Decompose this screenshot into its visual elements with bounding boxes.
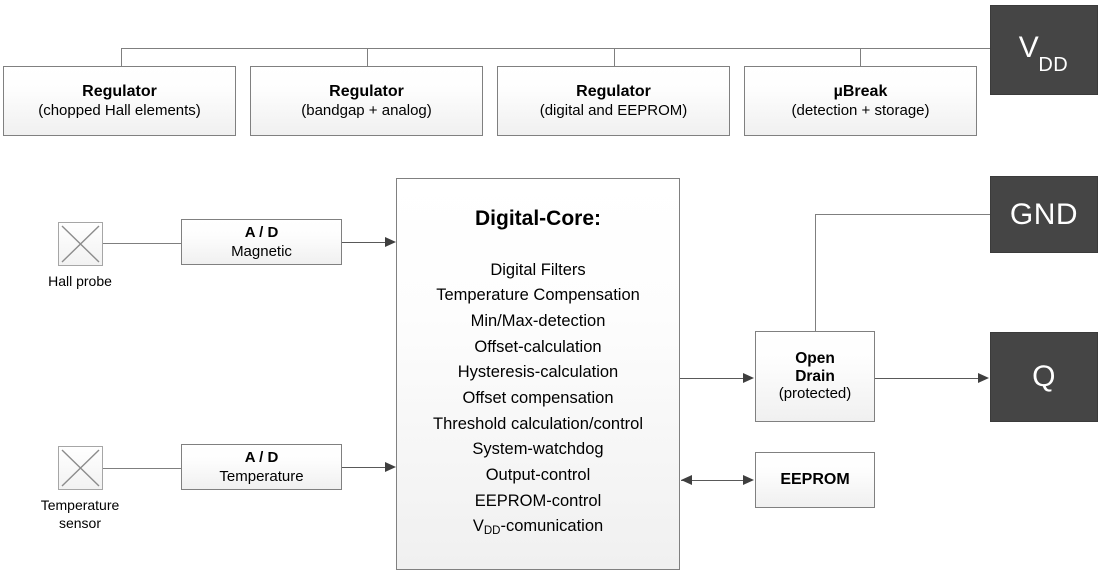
q-pad-label: Q <box>1032 360 1056 393</box>
hall-probe-label-line1: Hall probe <box>48 273 112 289</box>
wire-gnd-vertical <box>815 214 816 332</box>
arrow-core-to-eeprom-right <box>743 475 754 485</box>
wire-core-to-eeprom <box>681 480 744 481</box>
digital-core-block[interactable]: Digital-Core: Digital Filters Temperatur… <box>396 178 680 570</box>
gnd-pad-label: GND <box>1009 197 1079 231</box>
wire-open-drain-to-q <box>875 378 979 379</box>
open-drain-title-line1: Open <box>795 349 835 367</box>
vdd-pad-label: VDD <box>1018 30 1069 76</box>
regulator-block-1[interactable]: Regulator (chopped Hall elements) <box>3 66 236 136</box>
regulator-block-3[interactable]: Regulator (digital and EEPROM) <box>497 66 730 136</box>
temperature-sensor-label: Temperature sensor <box>20 497 140 532</box>
core-function-item: Offset compensation <box>462 389 614 408</box>
adc-magnetic-title: A / D <box>244 223 279 241</box>
core-function-item: Min/Max-detection <box>470 312 606 331</box>
vdd-prefix: V <box>472 517 484 536</box>
vdd-bus-tap-2 <box>367 48 368 66</box>
digital-core-function-list: Digital Filters Temperature Compensation… <box>433 258 643 540</box>
wire-adc-magnetic-to-core <box>342 242 386 243</box>
adc-temperature-block[interactable]: A / D Temperature <box>181 444 342 490</box>
wire-temp-to-adc <box>103 468 181 469</box>
cross-icon <box>61 225 100 263</box>
core-function-item: Offset-calculation <box>474 337 602 356</box>
vdd-suffix: -comunication <box>500 517 604 536</box>
wire-core-to-open-drain <box>680 378 744 379</box>
adc-magnetic-block[interactable]: A / D Magnetic <box>181 219 342 265</box>
core-function-item: System-watchdog <box>472 440 604 459</box>
core-function-item: Digital Filters <box>490 260 586 279</box>
cross-icon <box>61 449 100 487</box>
regulator-3-title: Regulator <box>576 82 651 100</box>
core-function-item: Hysteresis-calculation <box>457 363 619 382</box>
temperature-sensor-symbol[interactable] <box>58 446 103 490</box>
temperature-sensor-label-line1: Temperature <box>40 497 120 513</box>
adc-magnetic-subtitle: Magnetic <box>231 242 292 260</box>
open-drain-title-line2: Drain <box>795 367 835 385</box>
arrow-open-drain-to-q <box>978 373 989 383</box>
digital-core-title: Digital-Core: <box>475 207 601 230</box>
arrow-core-to-eeprom-left <box>681 475 692 485</box>
vdd-bus-tap-3 <box>614 48 615 66</box>
gnd-pad[interactable]: GND <box>990 176 1098 253</box>
core-function-item: Threshold calculation/control <box>432 414 644 433</box>
vdd-bus-tap-4 <box>860 48 861 66</box>
vdd-subscript: DD <box>483 525 501 538</box>
arrow-core-to-open-drain <box>743 373 754 383</box>
regulator-2-title: Regulator <box>329 82 404 100</box>
q-pad[interactable]: Q <box>990 332 1098 422</box>
adc-temperature-subtitle: Temperature <box>219 467 304 485</box>
vdd-pad[interactable]: VDD <box>990 5 1098 95</box>
arrow-adc-magnetic-to-core <box>385 237 396 247</box>
adc-temperature-title: A / D <box>244 448 279 466</box>
eeprom-title: EEPROM <box>780 470 850 488</box>
vdd-bus-tap-1 <box>121 48 122 66</box>
core-function-item-vdd: VDD-comunication <box>433 514 643 540</box>
wire-adc-temperature-to-core <box>342 467 386 468</box>
ubreak-subtitle: (detection + storage) <box>791 101 930 119</box>
core-function-item: Output-control <box>485 466 591 485</box>
open-drain-subtitle: (protected) <box>778 385 852 403</box>
wire-gnd-horizontal <box>815 214 990 215</box>
core-function-item: Temperature Compensation <box>436 286 640 305</box>
regulator-1-subtitle: (chopped Hall elements) <box>38 101 201 119</box>
wire-hall-to-adc <box>103 243 181 244</box>
regulator-1-title: Regulator <box>82 82 157 100</box>
hall-probe-symbol[interactable] <box>58 222 103 266</box>
core-function-item: EEPROM-control <box>474 491 602 510</box>
vdd-subscript: DD <box>1038 53 1069 76</box>
regulator-3-subtitle: (digital and EEPROM) <box>539 101 688 119</box>
temperature-sensor-label-line2: sensor <box>58 514 102 531</box>
regulator-block-2[interactable]: Regulator (bandgap + analog) <box>250 66 483 136</box>
vdd-bus-horizontal <box>121 48 990 49</box>
arrow-adc-temperature-to-core <box>385 462 396 472</box>
eeprom-block[interactable]: EEPROM <box>755 452 875 508</box>
open-drain-block[interactable]: Open Drain (protected) <box>755 331 875 422</box>
ubreak-title: µBreak <box>833 82 888 100</box>
regulator-2-subtitle: (bandgap + analog) <box>301 101 432 119</box>
ubreak-block[interactable]: µBreak (detection + storage) <box>744 66 977 136</box>
hall-probe-label: Hall probe <box>20 273 140 291</box>
